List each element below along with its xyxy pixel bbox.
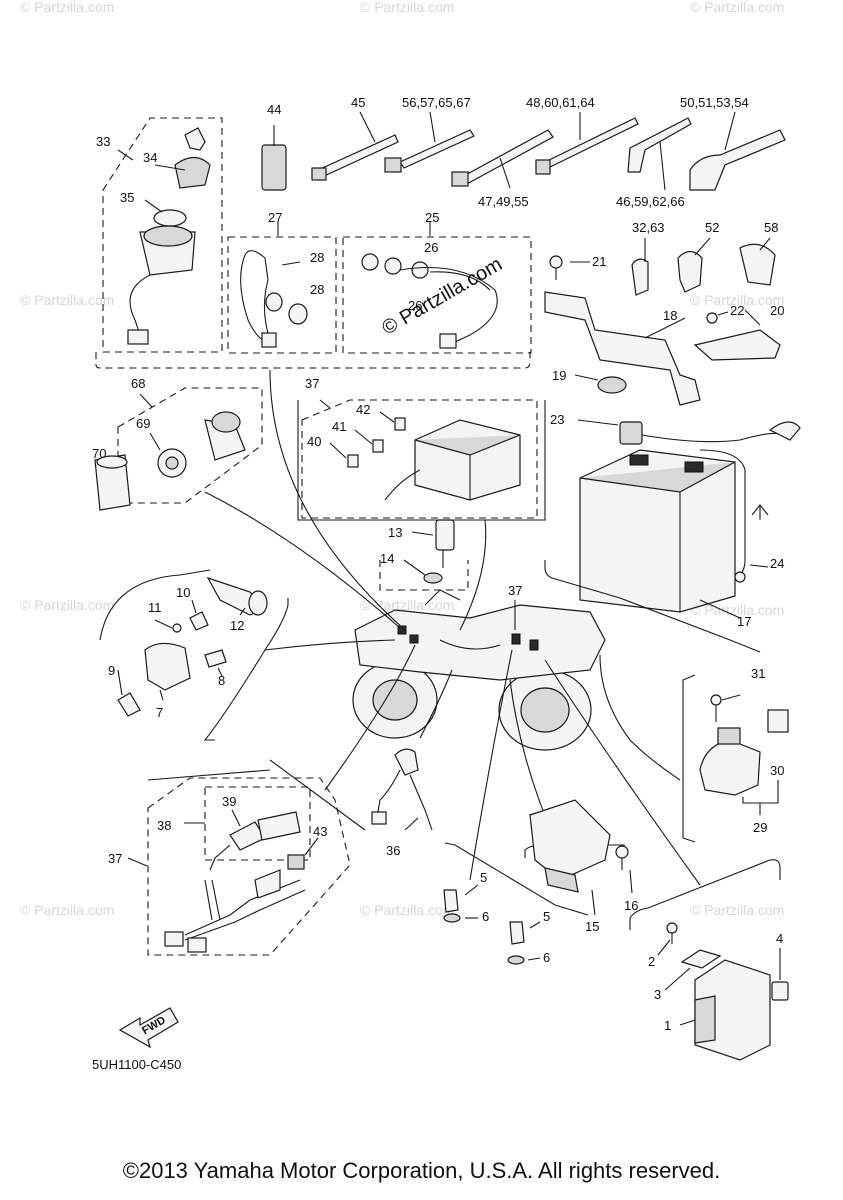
clips-right <box>631 237 776 296</box>
callout-42: 42 <box>356 402 370 417</box>
callout-13: 13 <box>388 525 402 540</box>
callout-26: 26 <box>424 240 438 255</box>
callout-18: 18 <box>663 308 677 323</box>
callout-50: 50,51,53,54 <box>680 95 749 110</box>
watermark: © Partzilla.com <box>20 0 114 15</box>
ignition-coil-group <box>99 569 396 741</box>
callout-41: 41 <box>332 419 346 434</box>
fwd-arrow: FWD <box>118 1007 179 1049</box>
callout-28: 28 <box>310 282 324 297</box>
callout-28: 28 <box>310 250 324 265</box>
callout-5: 5 <box>543 909 550 924</box>
callout-5: 5 <box>480 870 487 885</box>
callout-44: 44 <box>267 102 281 117</box>
callout-labels: 33 34 35 44 45 56,57,65,67 48,60,61,64 5… <box>92 95 784 1072</box>
callout-38: 38 <box>157 818 171 833</box>
regulator-group <box>443 799 633 965</box>
watermark: © Partzilla.com <box>20 292 114 308</box>
callout-11: 11 <box>148 600 162 615</box>
leader-lines <box>204 369 701 886</box>
callout-14: 14 <box>380 551 394 566</box>
sensor-group <box>379 519 469 591</box>
callout-27: 27 <box>268 210 282 225</box>
callout-48: 48,60,61,64 <box>526 95 595 110</box>
callout-1: 1 <box>664 1018 671 1033</box>
watermark: © Partzilla.com <box>360 597 454 613</box>
relay-group <box>682 674 789 843</box>
dc-jack-group <box>94 387 263 511</box>
watermark: © Partzilla.com <box>690 902 784 918</box>
callout-39: 39 <box>222 794 236 809</box>
watermark: © Partzilla.com <box>20 902 114 918</box>
callout-17: 17 <box>737 614 751 629</box>
atv-illustration <box>352 589 606 751</box>
callout-68: 68 <box>131 376 145 391</box>
callout-45: 45 <box>351 95 365 110</box>
callout-25: 25 <box>425 210 439 225</box>
callout-22: 22 <box>730 303 744 318</box>
callout-7: 7 <box>156 705 163 720</box>
callout-69: 69 <box>136 416 150 431</box>
battery-bracket <box>544 255 781 406</box>
callout-36: 36 <box>386 843 400 858</box>
callout-46: 46,59,62,66 <box>616 194 685 209</box>
callout-6: 6 <box>543 950 550 965</box>
watermark: © Partzilla.com <box>360 0 454 15</box>
callout-6: 6 <box>482 909 489 924</box>
callout-47: 47,49,55 <box>478 194 529 209</box>
cable-ties <box>261 111 786 191</box>
callout-31: 31 <box>751 666 765 681</box>
main-switch-group <box>95 117 531 369</box>
callout-20: 20 <box>770 303 784 318</box>
callout-34: 34 <box>143 150 157 165</box>
callout-37: 37 <box>108 851 122 866</box>
callout-43: 43 <box>313 824 327 839</box>
callout-26: 26 <box>408 298 422 313</box>
callout-33: 33 <box>96 134 110 149</box>
callout-10: 10 <box>176 585 190 600</box>
watermark: © Partzilla.com <box>690 292 784 308</box>
watermark: © Partzilla.com <box>20 597 114 613</box>
wire-group-27 <box>227 222 337 354</box>
callout-35: 35 <box>120 190 134 205</box>
callout-8: 8 <box>218 673 225 688</box>
callout-19: 19 <box>552 368 566 383</box>
callout-9: 9 <box>108 663 115 678</box>
callout-70: 70 <box>92 446 106 461</box>
cdi-unit-group <box>629 859 789 1061</box>
watermark: © Partzilla.com <box>690 0 784 15</box>
callout-2: 2 <box>648 954 655 969</box>
callout-37: 37 <box>508 583 522 598</box>
callout-58: 58 <box>764 220 778 235</box>
callout-40: 40 <box>307 434 321 449</box>
battery-group <box>544 419 801 653</box>
callout-30: 30 <box>770 763 784 778</box>
wire-harness-group <box>127 759 366 956</box>
callout-16: 16 <box>624 898 638 913</box>
callout-52: 52 <box>705 220 719 235</box>
wire-group-25 <box>342 222 532 354</box>
callout-56: 56,57,65,67 <box>402 95 471 110</box>
callout-21: 21 <box>592 254 606 269</box>
callout-23: 23 <box>550 412 564 427</box>
watermark: © Partzilla.com <box>360 902 454 918</box>
callout-3: 3 <box>654 987 661 1002</box>
callout-32: 32,63 <box>632 220 665 235</box>
callout-15: 15 <box>585 919 599 934</box>
callout-37: 37 <box>305 376 319 391</box>
callout-4: 4 <box>776 931 783 946</box>
switch-36 <box>371 748 433 831</box>
diagram-code: 5UH1100-C450 <box>92 1057 181 1072</box>
copyright-notice: ©2013 Yamaha Motor Corporation, U.S.A. A… <box>122 1158 721 1183</box>
callout-29: 29 <box>753 820 767 835</box>
fuse-box-group <box>297 399 546 521</box>
callout-12: 12 <box>230 618 244 633</box>
callout-24: 24 <box>770 556 784 571</box>
